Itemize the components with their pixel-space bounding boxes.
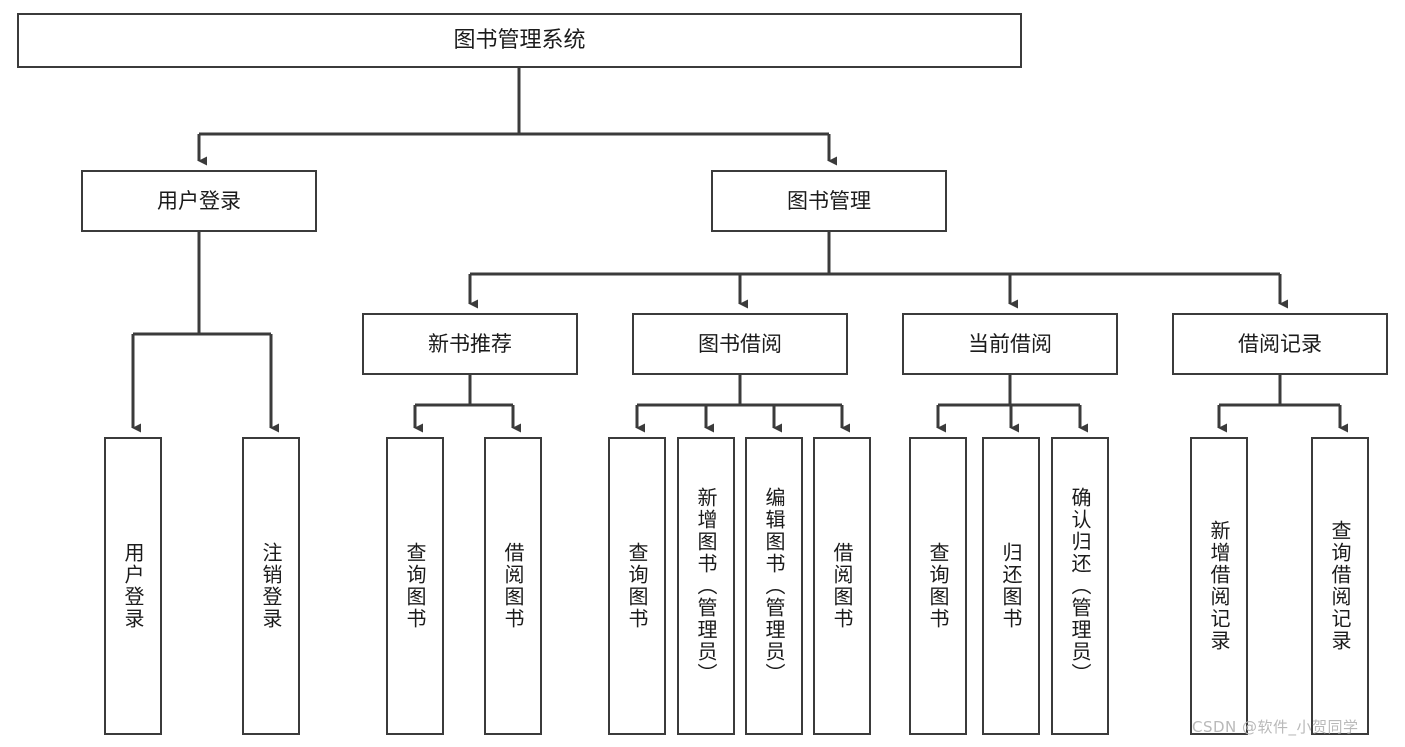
node-book-management-label: 图书管理 — [787, 188, 871, 213]
leaf-add-borrow-record-label: 新增借阅记录 — [1207, 520, 1231, 652]
current-borrow-to-leaves-connectors — [936, 375, 1088, 433]
leaf-borrow-books-recommendation-label: 借阅图书 — [501, 542, 525, 630]
node-user-login[interactable]: 用户登录 — [81, 170, 317, 232]
node-root[interactable]: 图书管理系统 — [17, 13, 1022, 68]
leaf-query-books-recommendation-label: 查询图书 — [403, 542, 427, 630]
book-borrow-to-leaves-connectors — [635, 375, 850, 433]
leaf-query-books-current[interactable]: 查询图书 — [909, 437, 967, 735]
csdn-watermark: CSDN @软件_小贺同学 — [1192, 718, 1359, 736]
leaf-add-book-admin-label: 新增图书（管理员） — [694, 487, 718, 685]
leaf-return-books-label: 归还图书 — [999, 542, 1023, 630]
root-to-level2-connectors — [197, 68, 837, 166]
book-mgmt-to-level3-connectors — [468, 232, 1288, 309]
node-book-borrowing-label: 图书借阅 — [698, 331, 782, 356]
node-new-book-recommendation-label: 新书推荐 — [428, 331, 512, 356]
leaf-query-borrow-record[interactable]: 查询借阅记录 — [1311, 437, 1369, 735]
leaf-query-books-recommendation[interactable]: 查询图书 — [386, 437, 444, 735]
user-login-to-leaves-connectors — [131, 232, 279, 433]
leaf-edit-book-admin-label: 编辑图书（管理员） — [762, 487, 786, 685]
leaf-user-login-label: 用户登录 — [121, 542, 145, 630]
leaf-borrow-books-borrowing-label: 借阅图书 — [830, 542, 854, 630]
leaf-borrow-books-borrowing[interactable]: 借阅图书 — [813, 437, 871, 735]
node-root-label: 图书管理系统 — [453, 27, 586, 53]
node-borrowing-records-label: 借阅记录 — [1238, 331, 1322, 356]
node-current-borrowing-label: 当前借阅 — [968, 331, 1052, 356]
leaf-user-login[interactable]: 用户登录 — [104, 437, 162, 735]
leaf-query-books-current-label: 查询图书 — [926, 542, 950, 630]
leaf-confirm-return-admin-label: 确认归还（管理员） — [1068, 487, 1092, 685]
leaf-return-books[interactable]: 归还图书 — [982, 437, 1040, 735]
node-current-borrowing[interactable]: 当前借阅 — [902, 313, 1118, 375]
leaf-edit-book-admin[interactable]: 编辑图书（管理员） — [745, 437, 803, 735]
node-borrowing-records[interactable]: 借阅记录 — [1172, 313, 1388, 375]
leaf-query-books-borrowing[interactable]: 查询图书 — [608, 437, 666, 735]
leaf-query-borrow-record-label: 查询借阅记录 — [1328, 520, 1352, 652]
node-book-management[interactable]: 图书管理 — [711, 170, 947, 232]
leaf-confirm-return-admin[interactable]: 确认归还（管理员） — [1051, 437, 1109, 735]
leaf-logout[interactable]: 注销登录 — [242, 437, 300, 735]
leaf-logout-label: 注销登录 — [259, 542, 283, 630]
node-new-book-recommendation[interactable]: 新书推荐 — [362, 313, 578, 375]
new-book-to-leaves-connectors — [413, 375, 521, 433]
leaf-borrow-books-recommendation[interactable]: 借阅图书 — [484, 437, 542, 735]
node-user-login-label: 用户登录 — [157, 188, 241, 213]
leaf-add-book-admin[interactable]: 新增图书（管理员） — [677, 437, 735, 735]
leaf-query-books-borrowing-label: 查询图书 — [625, 542, 649, 630]
borrow-record-to-leaves-connectors — [1217, 375, 1348, 433]
leaf-add-borrow-record[interactable]: 新增借阅记录 — [1190, 437, 1248, 735]
node-book-borrowing[interactable]: 图书借阅 — [632, 313, 848, 375]
